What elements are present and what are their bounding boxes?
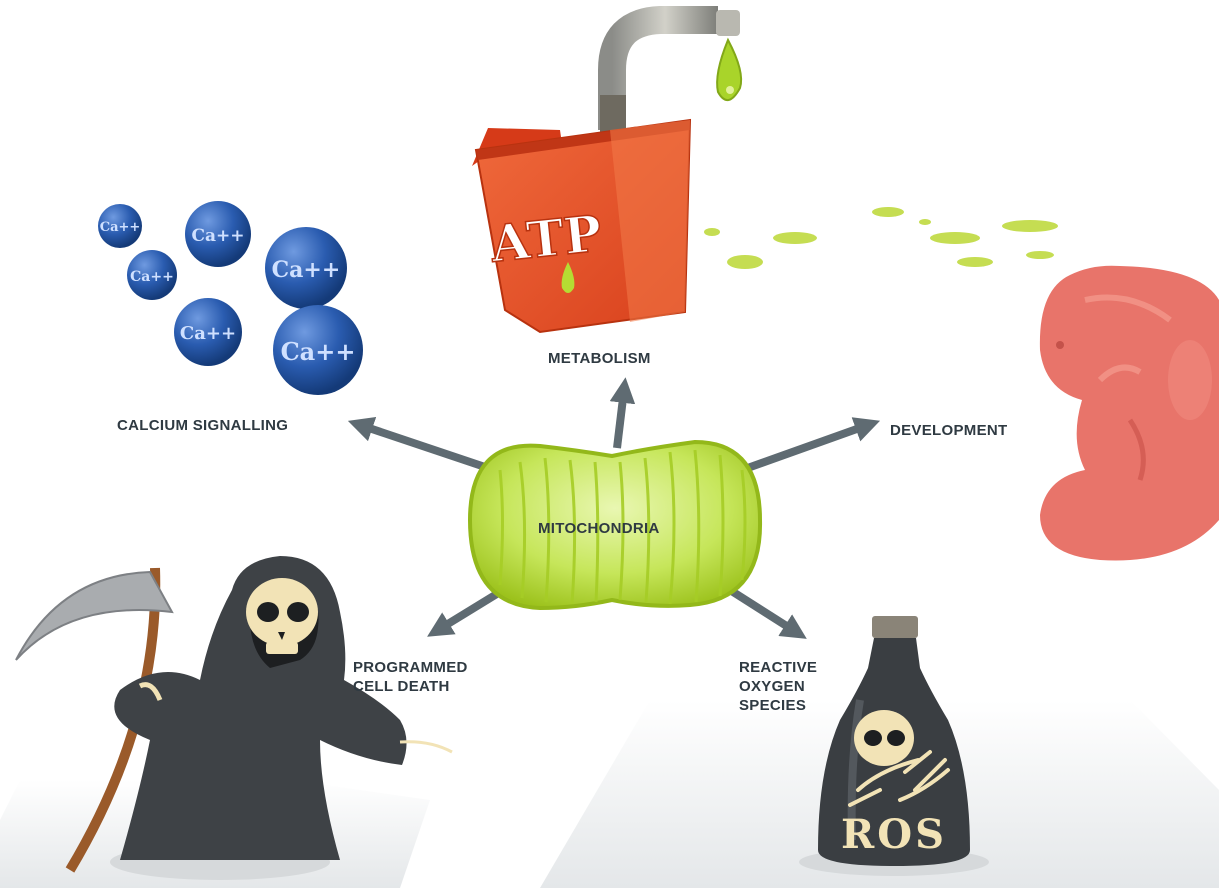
arrow-to-cell-death <box>427 588 503 637</box>
metabolism-label: METABOLISM <box>548 350 651 367</box>
ros-bottle-text: ROS <box>841 811 947 858</box>
development-label: DEVELOPMENT <box>890 422 1008 439</box>
arrow-to-ros <box>727 586 807 639</box>
arrows <box>347 377 881 639</box>
grim-reaper-icon <box>15 556 453 880</box>
ion-2: Ca++ <box>185 201 251 267</box>
ion-6: Ca++ <box>273 305 363 395</box>
ion-5: Ca++ <box>174 298 242 366</box>
arrow-to-metabolism <box>609 377 636 449</box>
poison-bottle-icon: ROS <box>799 616 989 876</box>
atp-badge-text: ATP <box>487 203 604 273</box>
reactive-oxygen-species-label: REACTIVE OXYGEN SPECIES <box>739 659 818 714</box>
mitochondria-icon <box>467 439 763 611</box>
ion-label: Ca++ <box>180 323 236 344</box>
atp-bucket-icon: ATP <box>472 6 743 334</box>
mitochondria-label: MITOCHONDRIA <box>538 520 660 537</box>
ion-label: Ca++ <box>272 257 341 283</box>
arrow-to-calcium <box>347 416 490 472</box>
calcium-ions-icon: Ca++ Ca++ Ca++ Ca++ Ca++ Ca++ <box>98 201 363 395</box>
embryo-icon <box>1039 265 1219 561</box>
splatter-decoration <box>704 207 1058 269</box>
ion-label: Ca++ <box>281 337 356 366</box>
calcium-signalling-label: CALCIUM SIGNALLING <box>117 417 289 434</box>
ion-3: Ca++ <box>127 250 177 300</box>
arrow-to-development <box>740 417 881 474</box>
programmed-cell-death-label: PROGRAMMED CELL DEATH <box>353 659 468 695</box>
ion-label: Ca++ <box>130 269 174 285</box>
ion-1: Ca++ <box>98 204 142 248</box>
ion-label: Ca++ <box>191 226 244 246</box>
ion-4: Ca++ <box>265 227 347 309</box>
ion-label: Ca++ <box>100 220 141 235</box>
